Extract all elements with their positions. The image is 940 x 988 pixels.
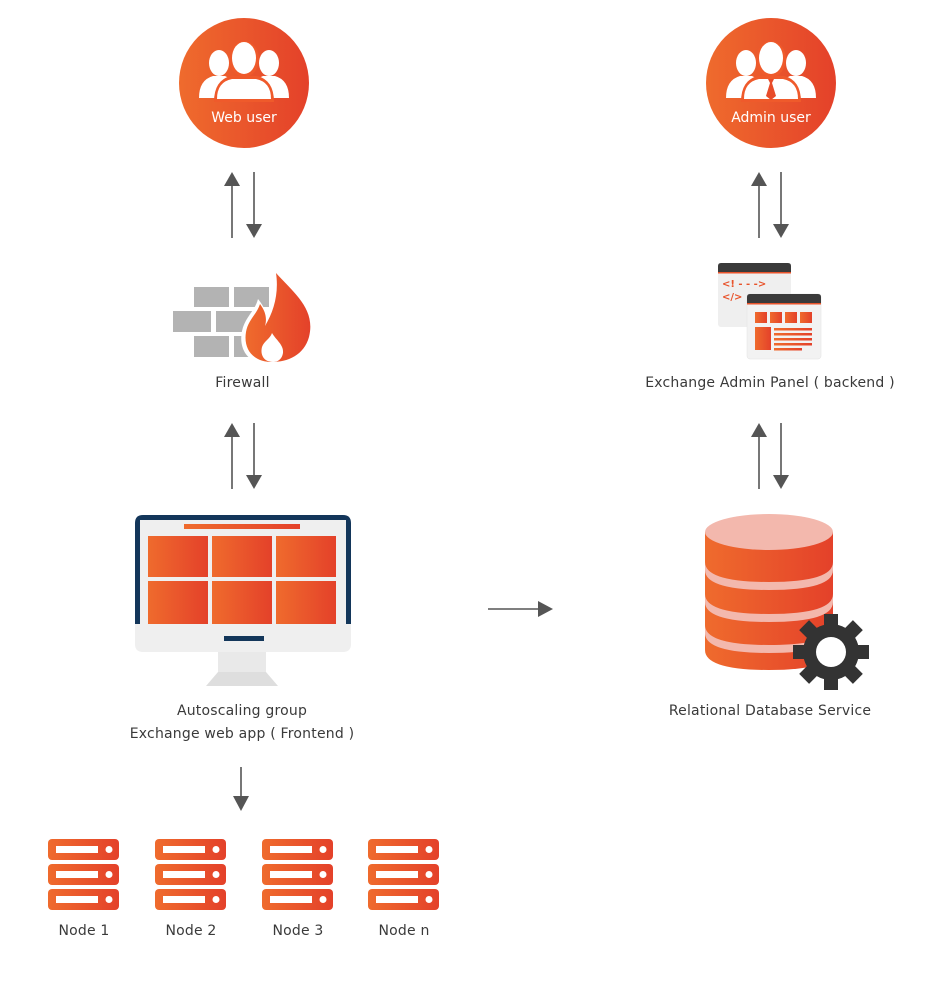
database-gear-icon bbox=[705, 514, 869, 690]
web-user-node: Web user bbox=[179, 18, 309, 148]
monitor-icon bbox=[135, 515, 351, 686]
server-icon bbox=[155, 839, 226, 910]
tie-icon bbox=[766, 79, 776, 100]
arrow-webapp-rds bbox=[488, 601, 553, 617]
firewall-icon bbox=[173, 268, 314, 365]
server-icon bbox=[48, 839, 119, 910]
arrow-webapp-servers bbox=[233, 767, 249, 811]
server-label: Node n bbox=[378, 923, 430, 939]
server-node-1: Node 1 bbox=[48, 839, 120, 944]
server-node-3: Node 3 bbox=[262, 839, 334, 944]
admin-panel-label: Exchange Admin Panel ( backend ) bbox=[645, 375, 895, 391]
gear-icon bbox=[793, 614, 869, 690]
browser-windows-icon: <! - - -> </> bbox=[718, 263, 822, 360]
admin-panel-node: <! - - -> </> bbox=[718, 263, 822, 360]
server-label: Node 1 bbox=[58, 923, 110, 939]
server-node-2: Node 2 bbox=[155, 839, 227, 944]
rds-node bbox=[703, 512, 873, 692]
admin-user-node: Admin user bbox=[706, 18, 836, 148]
web-app-node bbox=[134, 514, 354, 689]
firewall-node: Firewall bbox=[170, 265, 320, 391]
svg-text:</>: </> bbox=[722, 292, 742, 303]
arrow-admin-panel bbox=[751, 172, 789, 238]
firewall-label: Firewall bbox=[215, 375, 270, 391]
server-icon bbox=[262, 839, 333, 910]
web-app-label-line1: Autoscaling group bbox=[176, 703, 308, 719]
svg-text:<! - - ->: <! - - -> bbox=[722, 279, 766, 290]
arrow-firewall-webapp bbox=[224, 423, 262, 489]
users-icon bbox=[179, 18, 309, 148]
arrow-panel-rds bbox=[751, 423, 789, 489]
rds-label: Relational Database Service bbox=[668, 703, 872, 719]
web-user-label: Web user bbox=[211, 110, 277, 126]
server-node-n: Node n bbox=[368, 839, 440, 944]
server-label: Node 2 bbox=[165, 923, 217, 939]
admin-user-label: Admin user bbox=[731, 110, 811, 126]
admin-users-icon bbox=[706, 18, 836, 148]
server-icon bbox=[368, 839, 439, 910]
arrow-webuser-firewall bbox=[224, 172, 262, 238]
server-label: Node 3 bbox=[272, 923, 324, 939]
web-app-label-line2: Exchange web app ( Frontend ) bbox=[129, 726, 355, 742]
